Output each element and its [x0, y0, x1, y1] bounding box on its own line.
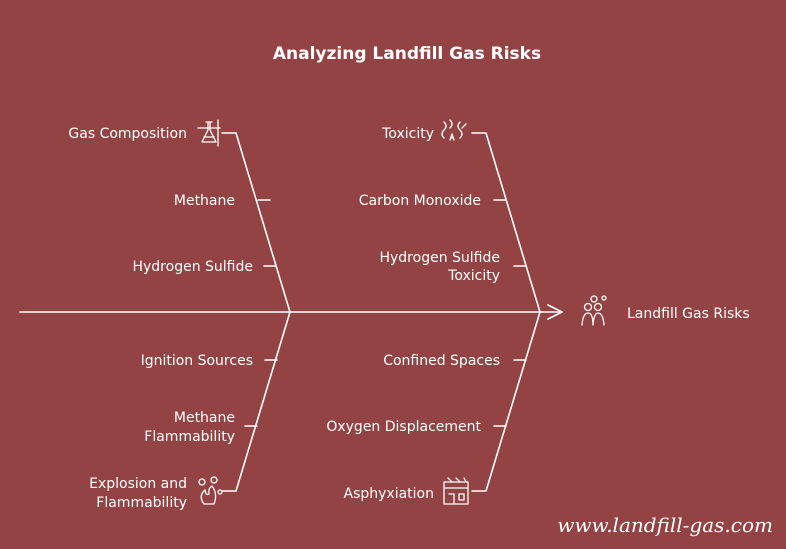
flask-icon — [197, 119, 221, 147]
bone-explosion-flammability: Ignition Sources Methane Flammability Ex… — [89, 311, 291, 511]
bone-line — [221, 132, 291, 313]
bone-line — [471, 132, 541, 313]
category-label-asphyxiation: Asphyxiation — [344, 486, 435, 502]
category-label-explosion-line1: Explosion and — [89, 476, 187, 492]
bone-line — [471, 311, 541, 492]
cause-oxygen-displacement: Oxygen Displacement — [326, 419, 481, 435]
fumes-icon — [441, 119, 467, 141]
category-label-toxicity: Toxicity — [381, 126, 434, 142]
cause-hydrogen-sulfide: Hydrogen Sulfide — [132, 259, 253, 275]
bone-asphyxiation: Confined Spaces Oxygen Displacement Asph… — [326, 311, 541, 505]
cause-toxicity-line2: Toxicity — [447, 268, 500, 284]
cause-flammability-line2: Flammability — [144, 429, 235, 445]
category-label-explosion-line2: Flammability — [96, 495, 187, 511]
bone-line — [221, 311, 291, 492]
bone-gas-composition: Gas Composition Methane Hydrogen Sulfide — [68, 119, 291, 313]
cause-methane-line1: Methane — [174, 410, 235, 426]
watermark-text: www.landfill-gas.com — [557, 513, 773, 537]
diagram-title: Analyzing Landfill Gas Risks — [273, 44, 541, 64]
effect-head: Landfill Gas Risks — [581, 295, 750, 326]
building-icon — [443, 477, 469, 505]
cause-ignition-sources: Ignition Sources — [141, 353, 253, 369]
fire-icon — [198, 476, 223, 505]
cause-confined-spaces: Confined Spaces — [383, 353, 500, 369]
cause-carbon-monoxide: Carbon Monoxide — [359, 193, 481, 209]
bone-toxicity: Toxicity Carbon Monoxide Hydrogen Sulfid… — [359, 119, 541, 313]
effect-label: Landfill Gas Risks — [627, 306, 750, 322]
category-label-gas-composition: Gas Composition — [68, 126, 187, 142]
people-bubble-icon — [581, 295, 607, 326]
spine-arrowhead — [547, 304, 563, 320]
cause-hydrogen-sulfide-line1: Hydrogen Sulfide — [379, 250, 500, 266]
cause-methane: Methane — [174, 193, 235, 209]
